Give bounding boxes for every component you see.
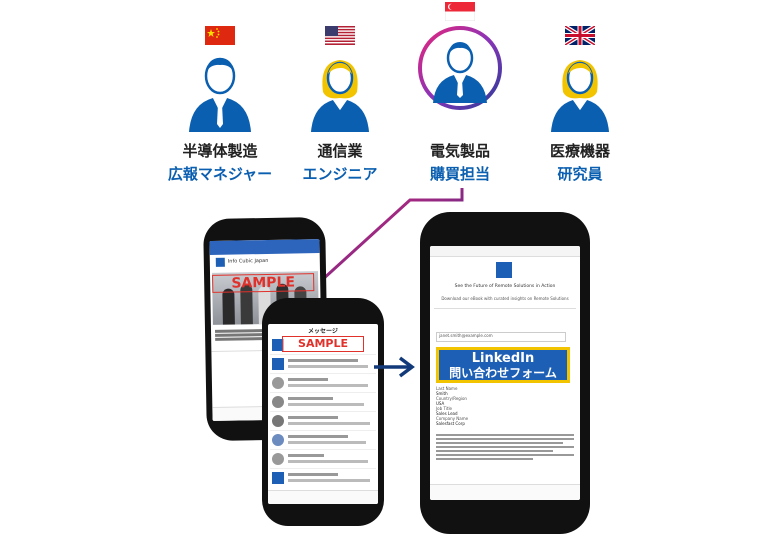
persona-3: 電気製品 購買担当 <box>385 0 535 190</box>
persona-role: 研究員 <box>557 165 603 183</box>
form-screen: See the Future of Remote Solutions in Ac… <box>430 246 580 500</box>
form-bottom-nav <box>430 484 580 500</box>
messaging-bottom-nav <box>268 490 378 504</box>
field-label: Job Title <box>436 406 453 411</box>
feed-company-name: Info Cubic Japan <box>227 257 269 265</box>
persona-role: 広報マネジャー <box>167 165 273 183</box>
form-company-logo <box>496 262 512 278</box>
form-divider <box>434 308 576 309</box>
china-flag-icon <box>205 26 235 45</box>
field-label: Last Name <box>436 386 458 391</box>
form-heading: See the Future of Remote Solutions in Ac… <box>454 284 556 289</box>
field-label: Company Name <box>436 416 469 421</box>
form-phone: See the Future of Remote Solutions in Ac… <box>420 212 590 534</box>
persona-2: 通信業 エンジニア <box>265 20 415 190</box>
messaging-sample-label: SAMPLE <box>282 336 364 352</box>
messaging-phone: メッセージ <box>262 298 384 526</box>
field-label: Country/Region <box>436 396 467 401</box>
persona-industry: 電気製品 <box>429 142 490 160</box>
female-avatar-icon <box>551 60 609 132</box>
feed-header <box>209 239 320 255</box>
persona-industry: 通信業 <box>317 142 363 160</box>
form-fields: Last Name Smith Country/Region USA Job T… <box>436 386 574 426</box>
form-email-value: janet.smith@example.com <box>439 333 493 338</box>
persona-role: エンジニア <box>302 165 378 183</box>
company-logo <box>215 257 225 267</box>
persona-industry: 医療機器 <box>549 142 610 160</box>
singapore-flag-icon <box>445 2 475 21</box>
messaging-list <box>270 336 376 486</box>
banner-line-2: 問い合わせフォーム <box>449 366 557 380</box>
usa-flag-icon <box>325 26 355 45</box>
uk-flag-icon <box>565 26 595 45</box>
arrow-right-icon <box>374 356 415 378</box>
field-value[interactable]: USA <box>436 401 445 406</box>
male-avatar-icon <box>189 57 251 132</box>
field-value[interactable]: Sales Lead <box>436 411 458 416</box>
form-consent-text <box>436 432 574 462</box>
messaging-header: メッセージ <box>308 328 338 335</box>
highlight-ring <box>418 26 502 110</box>
form-subheading: Download our eBook with curated insights… <box>441 296 569 301</box>
field-value[interactable]: Salesfast Corp <box>436 421 465 426</box>
female-avatar-icon <box>311 60 369 132</box>
persona-4: 医療機器 研究員 <box>505 20 655 190</box>
feed-sample-label: SAMPLE <box>212 273 315 293</box>
persona-role: 購買担当 <box>429 165 490 183</box>
form-email-field[interactable]: janet.smith@example.com <box>436 332 566 342</box>
banner-line-1: LinkedIn <box>471 351 535 366</box>
form-top-bar <box>430 246 580 257</box>
persona-1: 半導体製造 広報マネジャー <box>145 20 295 190</box>
linkedin-form-banner: LinkedIn 問い合わせフォーム <box>436 347 570 383</box>
field-value[interactable]: Smith <box>436 391 448 396</box>
persona-industry: 半導体製造 <box>182 142 258 160</box>
messaging-screen: メッセージ <box>268 324 378 504</box>
